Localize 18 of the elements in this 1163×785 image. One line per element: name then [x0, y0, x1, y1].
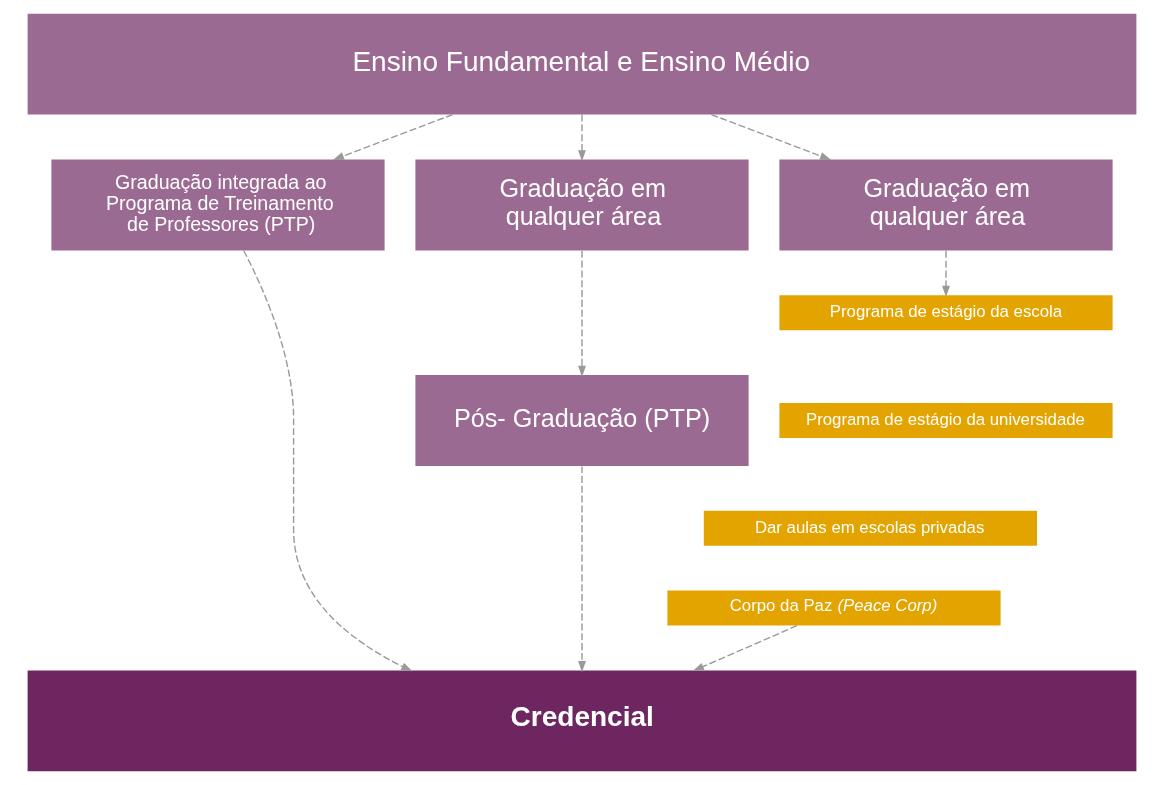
node-box: Corpo da Paz (Peace Corp) [666, 590, 1001, 626]
arrow [332, 113, 453, 160]
arrow [577, 250, 586, 378]
node-box: Graduação integrada ao Programa de Treinamento de Professores (PTP) [50, 159, 385, 251]
node-box: Pós- Graduação (PTP) [414, 375, 749, 466]
node-box: Ensino Fundamental e Ensino Médio [27, 13, 1136, 115]
arrow [941, 250, 950, 298]
node-box: Programa de estágio da universidade [778, 403, 1113, 438]
arrow [692, 625, 798, 672]
arrow [577, 465, 586, 673]
node-box: Programa de estágio da escola [778, 295, 1113, 331]
arrow [577, 113, 586, 162]
node-box: Graduação em qualquer área [778, 159, 1113, 251]
node-box: Dar aulas em escolas privadas [703, 510, 1037, 546]
arrow [710, 113, 831, 160]
node-box: Graduação em qualquer área [414, 159, 749, 251]
node-box: Credencial [27, 670, 1136, 772]
arrow [242, 250, 412, 672]
